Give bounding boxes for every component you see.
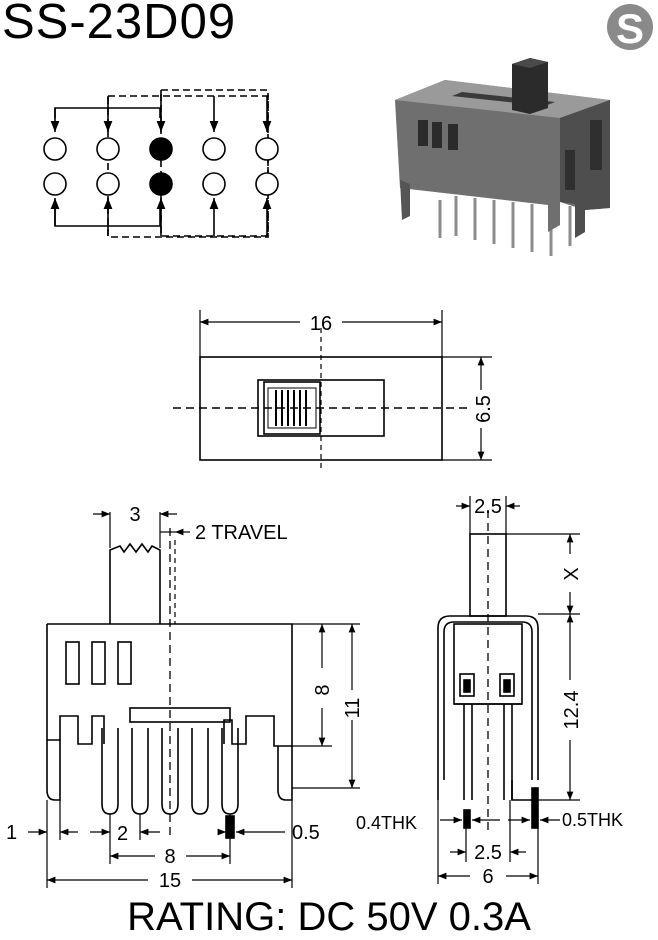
dim-terminal-pitch: 2 <box>117 823 128 845</box>
dim-terminal-span: 8 <box>164 846 175 868</box>
dim-actuator-height: X <box>561 567 583 580</box>
product-photo <box>395 58 610 256</box>
dim-pin-thickness: 0.4THK <box>356 813 417 833</box>
side-view <box>28 510 360 888</box>
dim-top-width: 6.5 <box>473 395 495 423</box>
manufacturer-logo: S <box>607 4 653 52</box>
dim-total-height: 11 <box>342 698 364 719</box>
dim-terminal-width: 1 <box>6 822 17 844</box>
dim-end-width: 6 <box>482 866 493 888</box>
dim-body-length: 15 <box>159 870 181 892</box>
dim-end-height: 12.4 <box>561 691 583 730</box>
dim-body-height: 8 <box>312 684 334 695</box>
dim-top-length: 16 <box>310 313 332 335</box>
travel-label: 2 TRAVEL <box>195 522 288 544</box>
dim-end-actuator-width: 2.5 <box>474 496 502 518</box>
rating-label: RATING: DC 50V 0.3A <box>127 895 531 939</box>
part-number-title: SS-23D09 <box>2 0 237 49</box>
pin-diagram <box>43 89 279 238</box>
end-view <box>437 496 580 884</box>
logo-letter: S <box>616 5 644 52</box>
dim-bracket-thickness: 0.5THK <box>562 810 623 830</box>
dim-pin-spacing: 2.5 <box>474 842 502 864</box>
dim-terminal-thickness: 0.5 <box>292 822 320 844</box>
top-view <box>173 310 492 472</box>
dim-actuator-width: 3 <box>129 504 140 526</box>
